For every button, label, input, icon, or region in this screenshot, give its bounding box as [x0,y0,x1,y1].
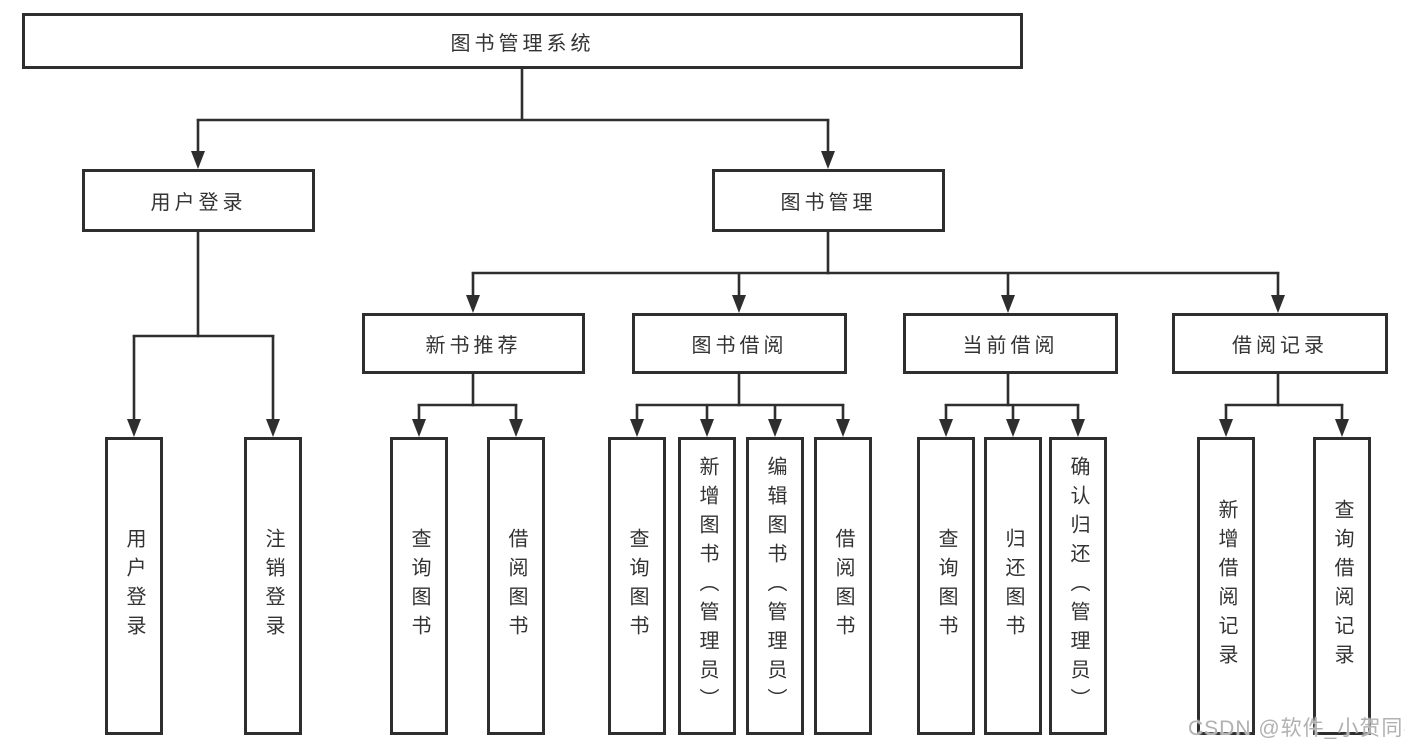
node-root-system-label: 图书管理系统 [450,32,595,55]
leaf-edit-books-admin: 编辑图书（管理员） [746,437,804,735]
leaf-user-login-label: 用户登录 [123,528,145,644]
node-new-book-recommend-label: 新书推荐 [425,335,522,357]
leaf-logout: 注销登录 [244,437,302,735]
node-user-login-label: 用户登录 [150,192,247,214]
arrowhead-icons [127,151,1349,437]
node-current-borrowing-label: 当前借阅 [962,335,1059,357]
leaf-borrow-books-recommend: 借阅图书 [487,437,545,735]
leaf-add-books-admin: 新增图书（管理员） [678,437,736,735]
node-borrowing-records-label: 借阅记录 [1232,335,1328,357]
leaf-query-books-borrowing: 查询图书 [608,437,666,735]
leaf-query-books-recommend: 查询图书 [390,437,448,735]
node-user-login: 用户登录 [82,169,315,232]
leaf-logout-label: 注销登录 [262,528,284,644]
leaf-return-books-label: 归还图书 [1002,528,1024,644]
node-root-system: 图书管理系统 [22,13,1023,69]
leaf-add-borrow-record: 新增借阅记录 [1197,437,1255,735]
leaf-borrow-books-label: 借阅图书 [832,528,854,644]
node-borrowing-records: 借阅记录 [1172,313,1388,374]
leaf-query-borrow-record-label: 查询借阅记录 [1331,499,1353,673]
leaf-query-books-current-label: 查询图书 [935,528,957,644]
leaf-query-books-current: 查询图书 [917,437,975,735]
leaf-add-borrow-record-label: 新增借阅记录 [1215,499,1237,673]
leaf-edit-books-admin-label: 编辑图书（管理员） [764,455,786,717]
node-book-management-label: 图书管理 [780,192,877,214]
leaf-confirm-return-admin-label: 确认归还（管理员） [1067,455,1089,717]
leaf-add-books-admin-label: 新增图书（管理员） [696,455,718,717]
node-book-borrowing-label: 图书借阅 [691,335,788,357]
node-book-borrowing: 图书借阅 [632,313,847,374]
leaf-query-books-borrowing-label: 查询图书 [626,528,648,644]
leaf-user-login: 用户登录 [105,437,163,735]
leaf-query-books-recommend-label: 查询图书 [408,528,430,644]
node-current-borrowing: 当前借阅 [903,313,1118,374]
leaf-return-books: 归还图书 [984,437,1042,735]
leaf-confirm-return-admin: 确认归还（管理员） [1049,437,1107,735]
csdn-watermark: CSDN @软件_小贺同学 [1188,717,1405,740]
leaf-query-borrow-record: 查询借阅记录 [1313,437,1371,735]
node-new-book-recommend: 新书推荐 [362,313,585,374]
leaf-borrow-books-recommend-label: 借阅图书 [505,528,527,644]
leaf-borrow-books: 借阅图书 [814,437,872,735]
node-book-management: 图书管理 [712,169,945,232]
